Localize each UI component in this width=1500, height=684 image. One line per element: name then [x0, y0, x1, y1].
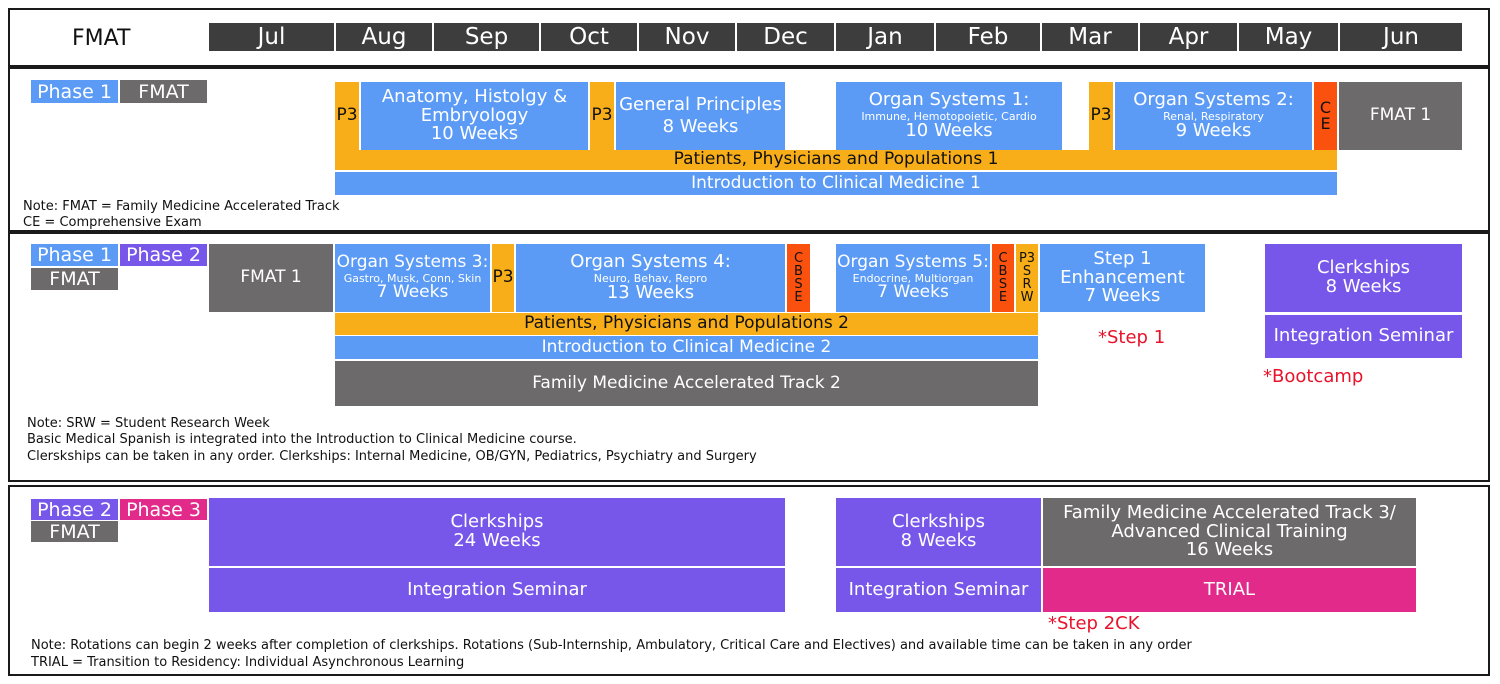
- tag-phase-1: Phase 1: [31, 80, 118, 103]
- month-mar: Mar: [1042, 23, 1138, 51]
- block-clerkships: Clerkships 8 Weeks: [1265, 244, 1462, 312]
- month-jan: Jan: [836, 23, 934, 51]
- block-cbse-1: C B S E: [787, 244, 810, 312]
- block-ce: C E: [1314, 82, 1337, 150]
- block-fmat-3: Family Medicine Accelerated Track 3/ Adv…: [1043, 498, 1416, 566]
- section-2-note-2: Basic Medical Spanish is integrated into…: [27, 432, 577, 447]
- bar-icm-1: Introduction to Clinical Medicine 1: [335, 172, 1337, 195]
- block-general-principles: General Principles 8 Weeks: [616, 82, 785, 150]
- header-title: FMAT: [72, 26, 131, 51]
- block-p3: P3: [492, 244, 514, 312]
- month-feb: Feb: [936, 23, 1040, 51]
- month-nov: Nov: [639, 23, 735, 51]
- block-integration-seminar-2: Integration Seminar: [836, 568, 1041, 612]
- bar-ppp-2: Patients, Physicians and Populations 2: [335, 313, 1038, 335]
- month-may: May: [1239, 23, 1338, 51]
- tag-phase-3: Phase 3: [120, 499, 207, 521]
- block-trial: TRIAL: [1043, 568, 1416, 612]
- section-3-note-1: Note: Rotations can begin 2 weeks after …: [31, 638, 1192, 653]
- month-jun: Jun: [1340, 23, 1462, 51]
- block-clerkships-24: Clerkships 24 Weeks: [209, 498, 785, 566]
- block-p3-b: P3: [590, 82, 614, 150]
- bootcamp-note: *Bootcamp: [1263, 366, 1364, 387]
- block-organ-systems-5: Organ Systems 5: Endocrine, Multiorgan 7…: [836, 244, 990, 312]
- block-p3-a: P3: [335, 82, 359, 150]
- block-integration-seminar: Integration Seminar: [1265, 315, 1462, 358]
- section-2-note-1: Note: SRW = Student Research Week: [27, 416, 270, 431]
- section-1-note-1: Note: FMAT = Family Medicine Accelerated…: [23, 199, 340, 214]
- tag-phase-1: Phase 1: [31, 244, 118, 266]
- month-sep: Sep: [434, 23, 539, 51]
- section-1-note-2: CE = Comprehensive Exam: [23, 215, 202, 230]
- section-2-note-3: Clerskships can be taken in any order. C…: [27, 449, 757, 464]
- block-organ-systems-1: Organ Systems 1: Immune, Hemotopoietic, …: [836, 82, 1062, 150]
- tag-fmat: FMAT: [120, 80, 207, 103]
- bar-icm-2: Introduction to Clinical Medicine 2: [335, 336, 1038, 359]
- month-dec: Dec: [737, 23, 834, 51]
- step-1-note: *Step 1: [1098, 327, 1166, 348]
- block-organ-systems-3: Organ Systems 3: Gastro, Musk, Conn, Ski…: [335, 244, 490, 312]
- tag-fmat: FMAT: [31, 268, 118, 290]
- block-organ-systems-2: Organ Systems 2: Renal, Respiratory 9 We…: [1115, 82, 1312, 150]
- block-cbse-2: C B S E: [992, 244, 1014, 312]
- step-2ck-note: *Step 2CK: [1048, 613, 1140, 634]
- tag-phase-2: Phase 2: [31, 499, 118, 521]
- month-jul: Jul: [209, 23, 334, 51]
- section-3-note-2: TRIAL = Transition to Residency: Individ…: [31, 655, 465, 670]
- month-aug: Aug: [336, 23, 432, 51]
- bar-fmat-2: Family Medicine Accelerated Track 2: [335, 361, 1038, 406]
- block-p3-srw: P3 S R W: [1016, 244, 1038, 312]
- block-fmat-1: FMAT 1: [209, 244, 333, 312]
- block-organ-systems-4: Organ Systems 4: Neuro, Behav, Repro 13 …: [516, 244, 785, 312]
- block-integration-seminar-1: Integration Seminar: [209, 568, 785, 612]
- block-anatomy: Anatomy, Histolgy & Embryology 10 Weeks: [361, 82, 588, 150]
- block-step-1-enhancement: Step 1 Enhancement 7 Weeks: [1040, 244, 1205, 312]
- month-oct: Oct: [541, 23, 637, 51]
- bar-ppp-1: Patients, Physicians and Populations 1: [335, 150, 1337, 170]
- tag-fmat: FMAT: [31, 521, 118, 543]
- month-apr: Apr: [1140, 23, 1237, 51]
- tag-phase-2: Phase 2: [120, 244, 207, 266]
- block-fmat-1: FMAT 1: [1339, 82, 1462, 150]
- block-clerkships-8: Clerkships 8 Weeks: [836, 498, 1041, 566]
- block-p3-c: P3: [1089, 82, 1113, 150]
